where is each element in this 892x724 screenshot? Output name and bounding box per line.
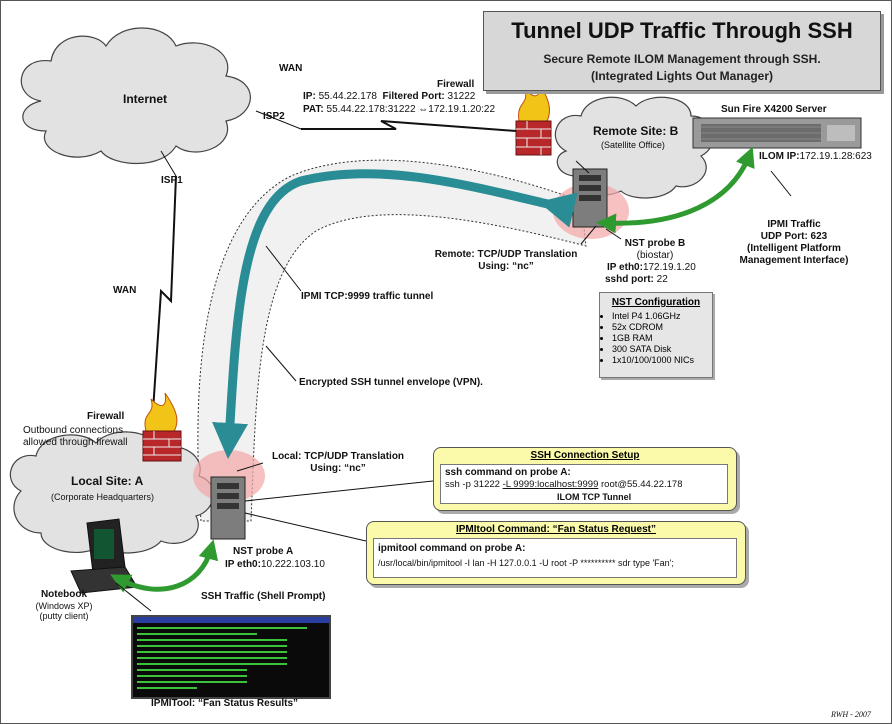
firewall-remote-pat: PAT: 55.44.22.178:31222 ⇔172.19.1.20:22 — [303, 104, 496, 115]
nst-config-box: NST Configuration Intel P4 1.06GHz 52x C… — [599, 292, 713, 378]
ipmitool-line-head: ipmitool command on probe A: — [378, 543, 526, 554]
nst-config-heading: NST Configuration — [611, 297, 701, 308]
nst-config-item: 1GB RAM — [612, 333, 712, 344]
isp1-label: ISP1 — [161, 175, 183, 186]
local-site-sub: (Corporate Headquarters) — [51, 492, 155, 502]
ilom-ip: ILOM IP:172.19.1.28:623 — [759, 151, 872, 162]
remote-site-label: Remote Site: B — [593, 124, 679, 138]
ipmitool-heading: IPMItool Command: “Fan Status Request” — [455, 524, 656, 535]
nst-config-item: 52x CDROM — [612, 322, 712, 333]
firewall-remote-label: Firewall — [437, 79, 475, 90]
ssh-traffic-label: SSH Traffic (Shell Prompt) — [201, 591, 326, 602]
page-title: Tunnel UDP Traffic Through SSH — [511, 18, 853, 43]
server-label: Sun Fire X4200 Server — [721, 104, 827, 115]
ssh-command: ssh -p 31222 -L 9999:localhost:9999 root… — [445, 479, 683, 490]
internet-label: Internet — [123, 92, 168, 106]
probe-b-tower-icon — [572, 168, 608, 228]
ssh-setup-line-head: ssh command on probe A: — [445, 467, 571, 478]
firewall-remote-ip: IP: 55.44.22.178 Filtered Port: 31222 — [303, 91, 476, 102]
ssh-setup-command-box: ssh command on probe A: ssh -p 31222 -L … — [440, 464, 728, 504]
nst-config-list: Intel P4 1.06GHz 52x CDROM 1GB RAM 300 S… — [600, 311, 712, 366]
nst-config-item: 300 SATA Disk — [612, 344, 712, 355]
sun-fire-server-icon — [692, 117, 862, 149]
probe-a-label: NST probe A — [233, 546, 294, 557]
ipmitool-command-box: ipmitool command on probe A: /usr/local/… — [373, 538, 737, 578]
probe-a-tower-icon — [210, 476, 246, 540]
ipmitool-command: /usr/local/bin/ipmitool -I lan -H 127.0.… — [378, 558, 674, 568]
fan-status-terminal — [131, 615, 331, 699]
internet-cloud — [20, 27, 251, 165]
nst-config-item: 1x10/100/1000 NICs — [612, 355, 712, 366]
ipmi-tunnel-arrow — [212, 169, 578, 459]
firewall-local-icon — [142, 392, 182, 462]
wan-top-label: WAN — [279, 63, 303, 74]
fan-results-label: IPMITool: “Fan Status Results” — [151, 698, 299, 709]
ipmi-traffic-arrow — [596, 146, 755, 234]
ipmitool-box: IPMItool Command: “Fan Status Request” i… — [366, 521, 746, 585]
nst-config-item: Intel P4 1.06GHz — [612, 311, 712, 322]
probe-b-ip: IP eth0:172.19.1.20 — [607, 262, 696, 273]
firewall-local-label: Firewall — [87, 411, 125, 422]
remote-translation-note: Remote: TCP/UDP Translation Using: “nc” — [434, 249, 578, 272]
ipmi-traffic-note: IPMI Traffic UDP Port: 623 (Intelligent … — [739, 219, 849, 266]
ssh-setup-heading: SSH Connection Setup — [530, 450, 640, 461]
ssh-envelope-label: Encrypted SSH tunnel envelope (VPN). — [299, 377, 483, 388]
local-translation-note: Local: TCP/UDP Translation Using: “nc” — [271, 451, 405, 474]
firewall-local-note: Outbound connections allowed through fir… — [23, 425, 128, 448]
wan-left-label: WAN — [113, 285, 137, 296]
probe-b-label: NST probe B (biostar) — [624, 238, 686, 261]
firewall-remote-icon — [515, 82, 552, 156]
ssh-tunnel-label: ILOM TCP Tunnel — [557, 492, 632, 502]
notebook-label: Notebook (Windows XP) (putty client) — [35, 589, 93, 621]
subtitle-2: (Integrated Lights Out Manager) — [590, 69, 773, 83]
probe-b-port: sshd port: 22 — [605, 274, 668, 285]
remote-site-sub: (Satellite Office) — [601, 140, 665, 150]
title-box: Tunnel UDP Traffic Through SSH Secure Re… — [483, 11, 881, 91]
ssh-traffic-arrow — [110, 539, 219, 593]
isp2-label: ISP2 — [263, 111, 285, 122]
local-site-label: Local Site: A — [71, 474, 144, 488]
subtitle-1: Secure Remote ILOM Management through SS… — [543, 52, 821, 66]
ipmi-tunnel-label: IPMI TCP:9999 traffic tunnel — [301, 291, 434, 302]
probe-a-ip: IP eth0:10.222.103.10 — [225, 559, 325, 570]
credit: RWH - 2007 — [831, 710, 871, 719]
ssh-setup-box: SSH Connection Setup ssh command on prob… — [433, 447, 737, 511]
